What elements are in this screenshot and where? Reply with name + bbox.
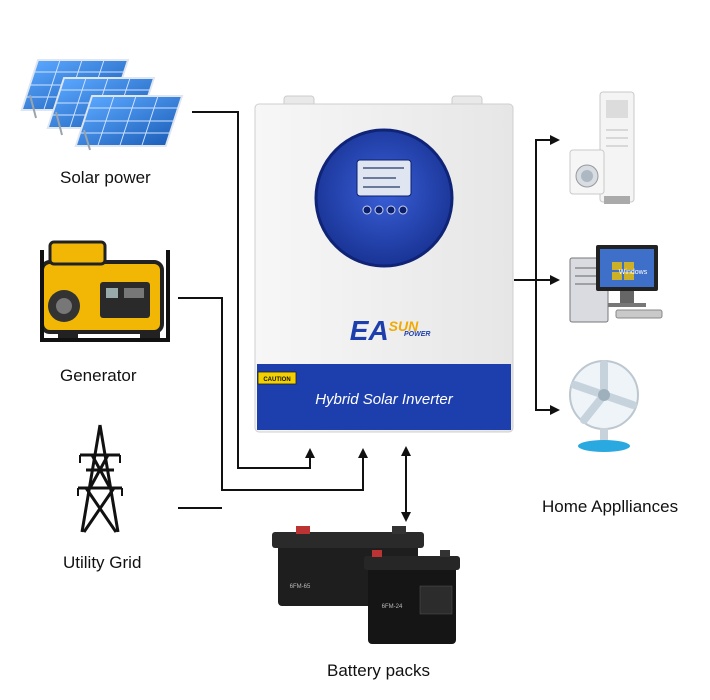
- electric-fan-icon: [569, 360, 639, 452]
- desktop-computer-icon: [569, 245, 663, 323]
- utility-tower-icon: [77, 424, 123, 533]
- generator-label: Generator: [60, 366, 137, 385]
- solar-panel-icon: [20, 59, 184, 151]
- inverter-unit: [254, 95, 514, 433]
- utility-grid-label: Utility Grid: [63, 553, 142, 572]
- product-label: Hybrid Solar Inverter: [315, 391, 454, 408]
- generator-icon: [40, 240, 170, 342]
- battery-small-icon: [364, 550, 460, 644]
- connection-lines: [178, 111, 560, 522]
- control-buttons: [362, 205, 408, 215]
- battery-large-model: 6FM-65: [290, 584, 311, 590]
- label-panel: [257, 364, 511, 430]
- battery-packs-label: Battery packs: [327, 661, 430, 680]
- solar-power-label: Solar power: [60, 168, 151, 187]
- monitor-screen-text: Windows: [619, 269, 648, 276]
- display-dial: [314, 128, 454, 268]
- caution-sticker: [257, 371, 297, 385]
- home-appliances-label: Home Applliances: [542, 497, 679, 516]
- brand-logo: EASUN: [350, 315, 419, 346]
- washing-machine-icon: [569, 149, 605, 195]
- air-conditioner-icon: [599, 91, 635, 204]
- battery-small-model: 6FM-24: [382, 604, 403, 610]
- brand-power: POWER: [404, 331, 430, 338]
- caution-text: CAUTION: [263, 377, 290, 383]
